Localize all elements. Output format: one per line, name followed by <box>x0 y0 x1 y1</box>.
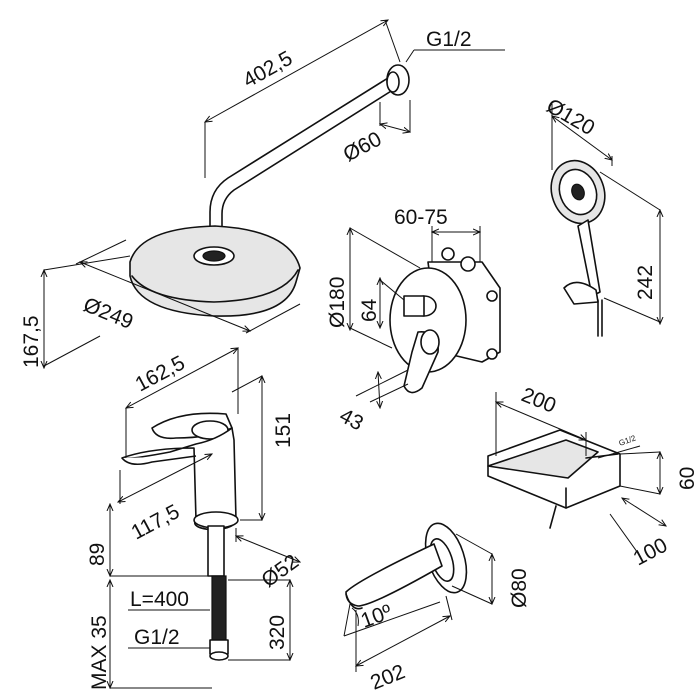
basin-faucet-drawing: 162,5 151 117,5 89 Ø52 MAX 35 L=400 G1/2… <box>86 348 303 690</box>
handle-label: 43 <box>336 404 367 435</box>
spout-flange-label: Ø80 <box>508 568 531 608</box>
depth-range-label: 60-75 <box>394 206 448 229</box>
mixer-drawing: 60-75 Ø180 64 43 <box>326 206 501 435</box>
flange-diameter-label: Ø60 <box>340 127 386 166</box>
waterfall-thread-label: G1/2 <box>618 433 638 448</box>
waterfall-depth-label: 100 <box>630 534 672 571</box>
hand-shower-drawing: Ø120 242 <box>543 94 661 337</box>
arm-length-label: 402,5 <box>239 47 296 93</box>
arm-thread-label: G1/2 <box>426 28 472 51</box>
bath-spout-drawing: 10º Ø80 202 <box>343 522 531 695</box>
hand-diameter-label: Ø120 <box>543 94 599 140</box>
waterfall-height-label: 60 <box>676 467 699 490</box>
head-shower-drawing: 402,5 G1/2 Ø60 Ø249 167,5 <box>20 20 505 368</box>
head-height-label: 167,5 <box>20 315 43 368</box>
waterfall-width-label: 200 <box>518 383 559 417</box>
spout-length-label: 202 <box>367 660 408 694</box>
hose-drop-label: 320 <box>266 615 289 650</box>
spout-body <box>345 543 443 607</box>
base-height-label: 89 <box>86 543 109 566</box>
offset-label: 64 <box>358 298 381 322</box>
max-thickness-label: MAX 35 <box>88 615 111 690</box>
hose-thread-label: G1/2 <box>134 626 180 649</box>
hose-length-label: L=400 <box>130 588 189 611</box>
spout-reach-label: 117,5 <box>128 500 184 544</box>
faucet-hose <box>211 575 227 641</box>
faucet-height-label: 151 <box>272 413 295 448</box>
base-diameter-label: Ø52 <box>257 550 303 592</box>
shower-arm <box>209 77 389 237</box>
plate-diameter-label: Ø180 <box>326 277 349 328</box>
head-diameter-label: Ø249 <box>80 293 136 334</box>
waterfall-spout-drawing: 200 G1/2 60 100 <box>487 383 699 571</box>
hand-length-label: 242 <box>634 265 657 300</box>
